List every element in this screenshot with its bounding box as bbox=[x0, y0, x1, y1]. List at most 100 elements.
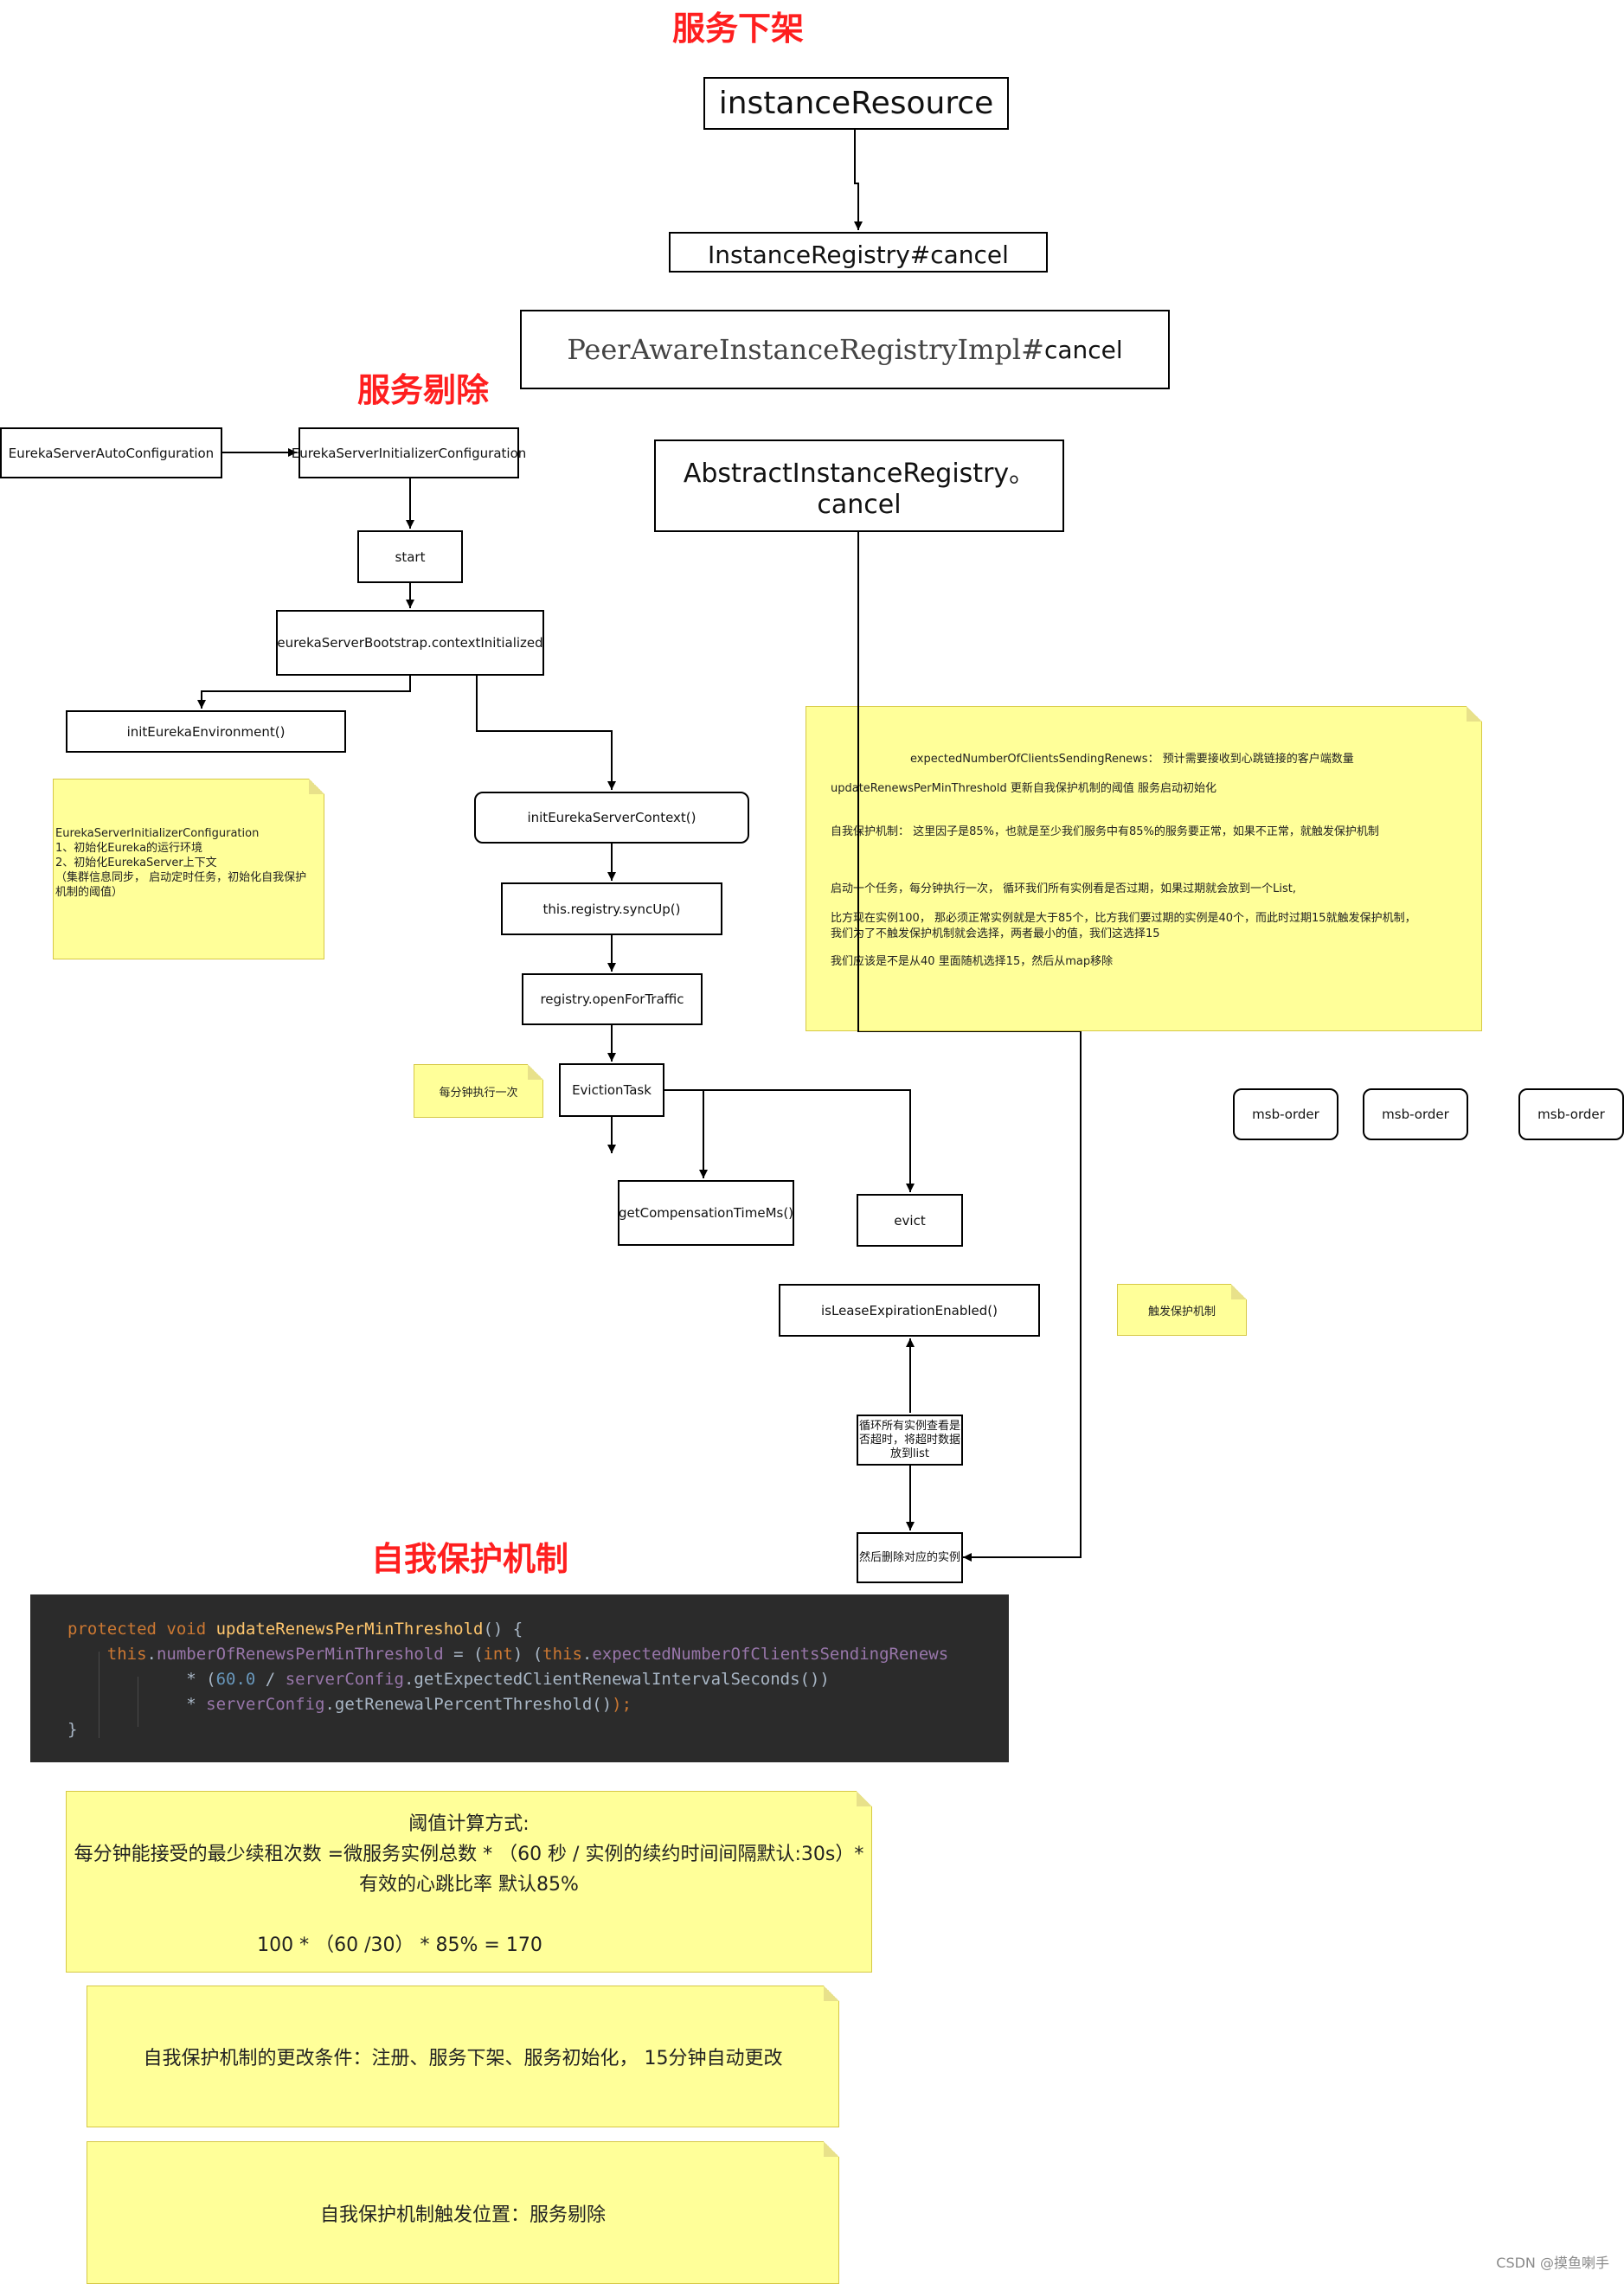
node-label: this.registry.syncUp() bbox=[542, 901, 681, 917]
code-field: numberOfRenewsPerMinThreshold bbox=[156, 1645, 444, 1664]
node-label: registry.openForTraffic bbox=[540, 991, 684, 1007]
node-lease-expiration[interactable]: isLeaseExpirationEnabled() bbox=[779, 1284, 1040, 1337]
note-initializer: EurekaServerInitializerConfiguration 1、初… bbox=[53, 779, 324, 959]
node-label: evict bbox=[894, 1212, 926, 1229]
node-label: EurekaServerAutoConfiguration bbox=[8, 445, 215, 461]
node-compensation-time[interactable]: getCompensationTimeMs() bbox=[618, 1180, 794, 1246]
node-msb-order-3[interactable]: msb-order bbox=[1518, 1088, 1624, 1140]
node-start[interactable]: start bbox=[357, 530, 463, 583]
node-label: EurekaServerInitializerConfiguration bbox=[291, 445, 527, 461]
heading-service-offline: 服务下架 bbox=[672, 10, 805, 48]
node-peer-aware-cancel[interactable]: PeerAwareInstanceRegistryImpl#cancel bbox=[520, 310, 1170, 389]
node-msb-order-2[interactable]: msb-order bbox=[1363, 1088, 1468, 1140]
node-open-for-traffic[interactable]: registry.openForTraffic bbox=[522, 973, 703, 1025]
node-label: 然后删除对应的实例 bbox=[859, 1550, 961, 1564]
node-label: cancel bbox=[1043, 335, 1123, 364]
code-plain: * bbox=[186, 1695, 196, 1714]
node-sync-up[interactable]: this.registry.syncUp() bbox=[501, 882, 722, 935]
edge-context-to-servercontext bbox=[476, 676, 616, 790]
note-threshold: 阈值计算方式: 每分钟能接受的最少续租次数 =微服务实例总数 * （60 秒 /… bbox=[66, 1791, 872, 1973]
code-plain: .getRenewalPercentThreshold() bbox=[324, 1695, 613, 1714]
code-keyword: int bbox=[483, 1645, 513, 1664]
node-label: getCompensationTimeMs() bbox=[618, 1205, 794, 1221]
note-line: 自我保护机制： 这里因子是85%，也就是至少我们服务中有85%的服务要正常，如果… bbox=[831, 825, 1379, 838]
note-text: 自我保护机制触发位置：服务剔除 bbox=[319, 2204, 606, 2226]
node-instance-resource[interactable]: instanceResource bbox=[703, 77, 1009, 130]
code-block: protected void updateRenewsPerMinThresho… bbox=[30, 1594, 1009, 1762]
code-plain: ) ( bbox=[512, 1645, 543, 1664]
code-plain: } bbox=[67, 1720, 78, 1739]
node-initializer-configuration[interactable]: EurekaServerInitializerConfiguration bbox=[292, 427, 526, 478]
note-big-explanation: expectedNumberOfClientsSendingRenews： 预计… bbox=[806, 706, 1482, 1031]
node-label: 循环所有实例查看是否超时，将超时数据放到list bbox=[859, 1419, 961, 1460]
edge-resource-to-registry bbox=[854, 130, 863, 230]
code-plain: / bbox=[255, 1670, 286, 1689]
note-line: 2、初始化EurekaServer上下文 bbox=[55, 856, 217, 869]
node-label-mono: PeerAwareInstanceRegistryImpl# bbox=[567, 333, 1044, 366]
node-eviction-task[interactable]: EvictionTask bbox=[559, 1063, 664, 1117]
note-change-conditions: 自我保护机制的更改条件：注册、服务下架、服务初始化， 15分钟自动更改 bbox=[87, 1986, 839, 2127]
code-field: serverConfig bbox=[285, 1670, 404, 1689]
node-label: instanceResource bbox=[718, 86, 994, 121]
note-trigger-location: 自我保护机制触发位置：服务剔除 bbox=[87, 2141, 839, 2284]
node-init-environment[interactable]: initEurekaEnvironment() bbox=[66, 710, 346, 753]
code-keyword: this bbox=[106, 1645, 147, 1664]
node-context-initialized[interactable]: eurekaServerBootstrap.contextInitialized bbox=[276, 610, 544, 676]
node-label: initEurekaEnvironment() bbox=[126, 723, 286, 740]
node-label: msb-order bbox=[1252, 1107, 1319, 1122]
code-field: expectedNumberOfClientsSendingRenews bbox=[592, 1645, 949, 1664]
watermark: CSDN @摸鱼喇手 bbox=[1496, 2255, 1609, 2271]
note-line: expectedNumberOfClientsSendingRenews： 预计… bbox=[910, 753, 1354, 766]
code-keyword: this bbox=[542, 1645, 582, 1664]
note-text: 自我保护机制的更改条件：注册、服务下架、服务初始化， 15分钟自动更改 bbox=[143, 2048, 783, 2069]
code-keyword: ); bbox=[612, 1695, 632, 1714]
note-line: 每分钟能接受的最少续租次数 =微服务实例总数 * （60 秒 / 实例的续约时间… bbox=[74, 1844, 864, 1865]
node-label: isLeaseExpirationEnabled() bbox=[821, 1302, 998, 1318]
node-loop-instances[interactable]: 循环所有实例查看是否超时，将超时数据放到list bbox=[857, 1415, 963, 1466]
note-line: EurekaServerInitializerConfiguration bbox=[55, 827, 260, 840]
edge-eviction-to-evict bbox=[664, 1089, 915, 1192]
note-trigger-protection: 触发保护机制 bbox=[1117, 1284, 1247, 1336]
note-line: 比方现在实例100， 那必须正常实例就是大于85个，比方我们要过期的实例是40个… bbox=[831, 912, 1416, 925]
note-every-minute: 每分钟执行一次 bbox=[414, 1064, 543, 1118]
node-label: msb-order bbox=[1537, 1107, 1605, 1122]
note-line: 100 * （60 /30） * 85% = 170 bbox=[257, 1934, 542, 1956]
code-method: updateRenewsPerMinThreshold bbox=[215, 1620, 484, 1639]
code-plain: .getExpectedClientRenewalIntervalSeconds… bbox=[403, 1670, 830, 1689]
code-keyword: protected void bbox=[67, 1620, 216, 1639]
node-label: start bbox=[395, 549, 426, 565]
code-field: serverConfig bbox=[206, 1695, 325, 1714]
node-abstract-cancel[interactable]: AbstractInstanceRegistry。cancel bbox=[654, 439, 1064, 532]
node-evict[interactable]: evict bbox=[857, 1194, 963, 1247]
code-plain: = ( bbox=[443, 1645, 484, 1664]
node-label: InstanceRegistry#cancel bbox=[708, 241, 1009, 269]
node-instance-registry-cancel[interactable]: InstanceRegistry#cancel bbox=[669, 232, 1048, 273]
note-line: 阈值计算方式: bbox=[408, 1813, 530, 1835]
code-plain: . bbox=[581, 1645, 593, 1664]
node-label: eurekaServerBootstrap.contextInitialized bbox=[277, 635, 543, 651]
node-label: msb-order bbox=[1382, 1107, 1449, 1122]
note-line: 1、初始化Eureka的运行环境 bbox=[55, 842, 203, 855]
note-line: （集群信息同步， 启动定时任务，初始化自我保护 bbox=[55, 871, 307, 884]
node-init-server-context[interactable]: initEurekaServerContext() bbox=[474, 792, 749, 844]
node-msb-order-1[interactable]: msb-order bbox=[1233, 1088, 1338, 1140]
note-text: 每分钟执行一次 bbox=[439, 1086, 518, 1100]
note-line: 机制的阈值） bbox=[55, 886, 124, 899]
note-line: 有效的心跳比率 默认85% bbox=[359, 1874, 579, 1896]
node-label: EvictionTask bbox=[572, 1082, 652, 1098]
note-line: 启动一个任务，每分钟执行一次， 循环我们所有实例看是否过期，如果过期就会放到一个… bbox=[831, 882, 1296, 895]
code-plain: () { bbox=[483, 1620, 523, 1639]
heading-self-protection: 自我保护机制 bbox=[371, 1540, 569, 1578]
node-remove-instances[interactable]: 然后删除对应的实例 bbox=[857, 1532, 963, 1583]
note-line: 我们为了不触发保护机制就会选择，两者最小的值，我们这选择15 bbox=[831, 927, 1160, 940]
note-text: 触发保护机制 bbox=[1147, 1305, 1216, 1318]
code-text: protected void updateRenewsPerMinThresho… bbox=[67, 1617, 1009, 1742]
node-auto-configuration[interactable]: EurekaServerAutoConfiguration bbox=[0, 427, 222, 478]
code-plain bbox=[67, 1645, 107, 1664]
code-plain: * ( bbox=[67, 1670, 216, 1689]
note-line: updateRenewsPerMinThreshold 更新自我保护机制的阈值 … bbox=[831, 782, 1217, 795]
heading-service-eviction: 服务剔除 bbox=[357, 371, 490, 409]
code-number: 60.0 bbox=[215, 1670, 256, 1689]
